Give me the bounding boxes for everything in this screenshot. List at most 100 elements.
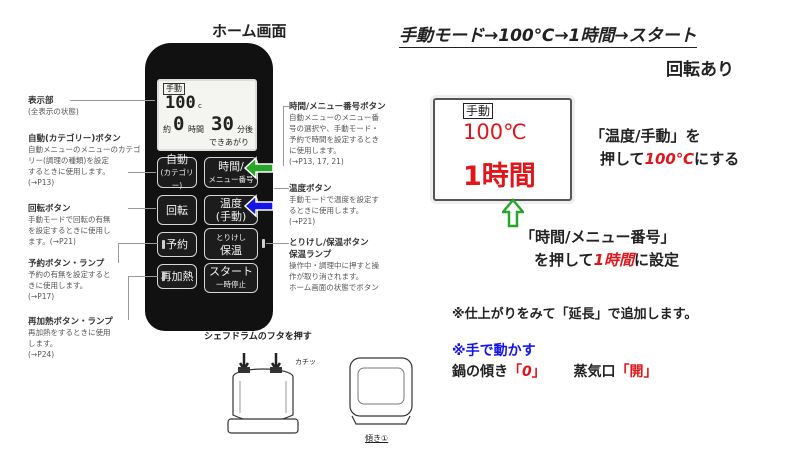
temp-button-label: 温度 [220,197,242,210]
lcd-hours: 0 [173,113,185,135]
time-menu-button[interactable]: 時間/ メニュー番号 [204,157,258,188]
toriwake-label: とりけし [216,233,246,242]
sequence-heading: 手動モード→100℃→1時間→スタート [399,21,697,48]
result-lcd-display: 手動 100℃ 1時間 [433,98,572,201]
leader-line [70,100,155,101]
rotation-label: 回転あり [666,60,734,80]
reserve-button-label: 予約 [166,238,188,251]
toriwake-hoon-button[interactable]: とりけし 保温 [204,228,258,260]
annotation-time-line: 予約で時間を設定するとき [289,135,379,144]
annotation-rotate-line: 手動モードで回転の有無 [28,215,111,224]
auto-button-sub: (カテゴリー) [160,168,194,190]
annotation-reheat-title: 再加熱ボタン・ランプ [28,317,113,327]
annotation-time-line: (→P13, 17, 21) [289,157,344,166]
tilt-quote-open: 「 [508,364,522,380]
leader-line [283,106,289,107]
result-lcd-mode: 手動 [463,103,494,119]
reserve-button[interactable]: 予約 [157,232,197,257]
lcd-yaku: 約 [163,125,171,134]
temp-button-sub: (手動) [215,210,247,223]
annotation-temp-line: (→P21) [289,217,316,226]
annotation-temp-line: 手動モードで温度を設定す [289,195,379,204]
lcd-temp-unit: c [198,102,202,110]
auto-button-label: 自動 [166,153,188,166]
manual-settings: 鍋の傾き「0」 蒸気口「開」 [452,361,658,381]
home-screen-label: ホーム画面 [212,22,287,40]
annotation-rotate-line: を設定するときに使用し [28,226,111,235]
temp-instruction-line1: 「温度/手動」を [590,127,701,145]
annotation-toriwake-line: 作が取り消されます。 [289,272,364,281]
annotation-reheat-line: します。 [28,339,58,348]
temp-instruction-press: 押して [600,150,645,168]
annotation-toriwake-button: とりけし/保温ボタン 保温ランプ 操作中・調理中に押すと操 作が取り消されます。… [289,236,394,293]
reserve-lamp [162,240,165,249]
annotation-auto-line: 自動メニューのメニューのカテゴ [28,145,141,154]
annotation-temp-title: 温度ボタン [289,184,332,194]
reheat-lamp [162,272,165,281]
temp-target-value: 100℃ [644,150,695,168]
click-sound-label: カチッ [295,358,316,366]
time-menu-sub: メニュー番号 [208,174,254,184]
green-up-arrow-icon [502,198,524,228]
rotate-button-label: 回転 [166,203,188,217]
start-pause-button[interactable]: スタート 一時停止 [204,263,258,293]
annotation-reserve-button: 予約ボタン・ランプ 予約の有無を設定すると きに使用します。 (→P17) [28,257,111,302]
leader-line [274,188,289,189]
leader-line [128,276,129,320]
annotation-temp-line: るときに使用します。 [289,206,364,215]
leader-line [266,243,289,244]
annotation-toriwake-title: とりけし/保温ボタン [289,238,369,248]
annotation-reserve-line: (→P17) [28,292,55,301]
steam-label: 蒸気口 [573,364,616,380]
steam-value: 開 [629,364,644,380]
hoon-label: 保温 [220,244,242,257]
annotation-display-title: 表示部 [28,96,54,106]
leader-line [283,106,284,166]
lcd-minutes: 30 [211,113,234,135]
hoon-lamp [262,239,265,248]
leader-line [128,208,156,209]
lcd-done: できあがり [209,138,249,147]
annotation-reheat-line: (→P24) [28,350,55,359]
time-menu-label: 時間/ [218,159,244,173]
tilt-label: 鍋の傾き [452,364,508,380]
annotation-auto-title: 自動(カテゴリー)ボタン [28,134,121,144]
time-instruction-press: を押して [534,251,594,269]
start-label: スタート [209,265,253,278]
annotation-reheat-line: 再加熱をするときに使用 [28,328,111,337]
annotation-time-line: 号の選択や、手動モード・ [289,124,379,133]
annotation-reserve-title: 予約ボタン・ランプ [28,259,105,269]
annotation-rotate-title: 回転ボタン [28,204,71,214]
cooker-press-lid-illustration [227,353,299,434]
annotation-toriwake-title2: 保温ランプ [289,250,332,260]
tilt-caption: 傾き① [365,434,389,443]
tilt-quote-close: 」 [531,364,546,380]
auto-category-button[interactable]: 自動 (カテゴリー) [157,153,197,190]
annotation-reserve-line: きに使用します。 [28,281,88,290]
pause-label: 一時停止 [216,280,246,289]
annotation-temp-button: 温度ボタン 手動モードで温度を設定す るときに使用します。 (→P21) [289,182,394,227]
annotation-toriwake-line: ホーム画面の状態でボタン [289,283,379,292]
rotate-button[interactable]: 回転 [157,195,197,225]
annotation-display-body: (全表示の状態) [28,107,79,116]
manual-heading: ※手で動かす [452,343,536,359]
temp-instruction-tail: にする [694,150,740,168]
annotation-time-menu-button: 時間/メニュー番号ボタン 自動メニューのメニュー番 号の選択や、手動モード・ 予… [289,100,394,167]
lcd-temp: 100 [165,93,196,113]
result-lcd-time: 1時間 [463,161,536,192]
annotation-display: 表示部 (全表示の状態) [28,94,79,117]
illustration-caption: シェフドラムのフタを押す [204,332,312,342]
annotation-auto-button: 自動(カテゴリー)ボタン 自動メニューのメニューのカテゴ リー(調理の種類)を設… [28,132,141,188]
steam-quote-close: 」 [643,364,658,380]
lcd-minutes-unit: 分後 [237,125,253,134]
reheat-button-label: 再加熱 [160,270,194,283]
cooker-tilt-illustration [349,357,413,425]
annotation-rotate-button: 回転ボタン 手動モードで回転の有無 を設定するときに使用し ます。(→P21) [28,202,111,247]
leader-line [118,243,158,244]
leader-line [128,276,158,277]
temp-instruction: 「温度/手動」を 押して100℃にする [590,125,739,171]
green-arrow-icon [243,156,274,180]
time-instruction-tail: に設定 [634,251,680,269]
blue-arrow-icon [243,194,274,218]
time-instruction: 「時間/メニュー番号」 を押して1時間に設定 [520,226,679,272]
